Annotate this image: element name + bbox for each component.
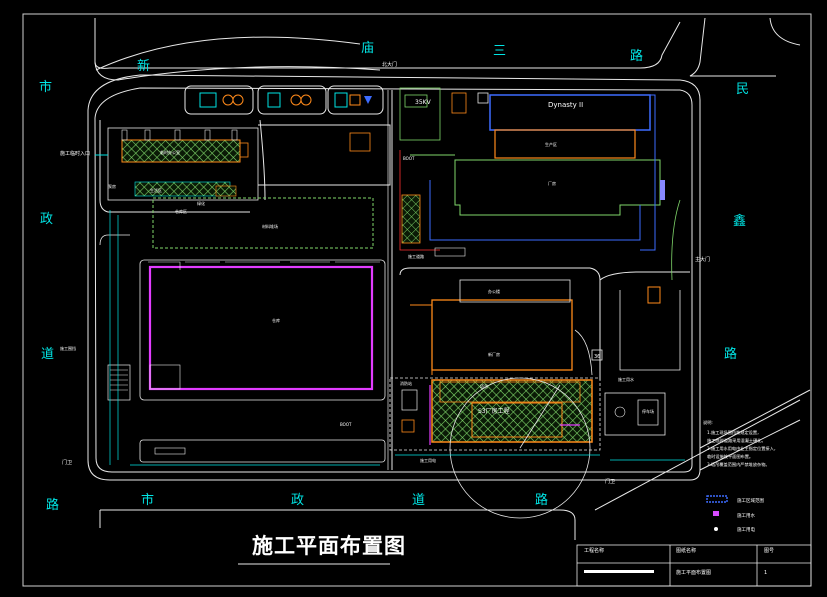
parking-label: 停车场 — [642, 408, 654, 414]
notes-block: 说明: 1.施工现场围挡按规定设置， 施工临时道路采用混凝土硬化。 2.施工用水… — [703, 419, 778, 468]
notes-line-1: 1.施工现场围挡按规定设置， — [707, 429, 761, 436]
drawing-label: 图纸名称 — [676, 547, 696, 554]
plant-blue-outline — [429, 180, 641, 241]
area-b-label: 生产区 — [545, 141, 557, 147]
west-road — [99, 120, 250, 213]
drawing-title: 施工平面布置图 — [252, 534, 406, 558]
big-plant-label: 厂房 — [548, 180, 556, 186]
west-gate-label: 门卫 — [62, 459, 72, 466]
road-label: 施工道路 — [408, 253, 424, 259]
legend: 施工区域范围 施工用水 施工用电 — [706, 495, 764, 533]
notes-heading: 说明: — [703, 419, 713, 426]
north-road-char-4: 路 — [630, 48, 643, 64]
east-road-char-2: 鑫 — [733, 213, 746, 229]
north-curve — [95, 36, 361, 71]
north-road-char-1: 新 — [137, 58, 150, 74]
outer-roads — [87, 17, 811, 540]
north-road-char-2: 庙 — [361, 41, 374, 56]
east-road-char-3: 路 — [724, 346, 737, 362]
notes-line-4: 临时设施按平面图布置。 — [707, 453, 753, 460]
east-road-char-1: 民 — [736, 82, 749, 97]
se-gate-label: 门卫 — [605, 478, 615, 485]
label-36: 36 — [594, 354, 600, 360]
boot-label-top: BOOT — [403, 156, 415, 161]
pump-label: 泵房 — [108, 183, 116, 189]
se-parking — [604, 392, 666, 436]
new-plant-building — [431, 299, 573, 371]
temp-office-zone — [107, 127, 259, 201]
big-plant-building — [454, 159, 661, 216]
road-names: 新 庙 三 路 民 鑫 路 市 政 道 路 市 政 道 路 — [39, 41, 749, 513]
substation-zone — [399, 87, 441, 141]
north-gate-label: 北大门 — [382, 61, 397, 68]
crane-coverage — [449, 377, 591, 519]
fire-station-label: 消防站 — [400, 380, 412, 386]
new-plant-label: 新厂房 — [488, 351, 500, 357]
south-road-char-1: 路 — [46, 497, 59, 513]
south-road-char-3: 政 — [291, 493, 304, 508]
main-gate-label: 主大门 — [695, 256, 710, 263]
project-name-bar — [584, 570, 654, 573]
green-area-label: 绿化 — [197, 200, 205, 206]
top-parking — [184, 85, 384, 115]
crane-label: 塔吊 — [480, 383, 488, 389]
west-road-char-3: 道 — [41, 347, 54, 362]
dynasty-label: Dynasty II — [548, 101, 583, 109]
power-line-label: 施工用电 — [420, 457, 436, 463]
notes-line-5: 3.塔吊覆盖范围内严禁堆放杂物。 — [707, 461, 770, 468]
temp-office-label: 临时办公室 — [160, 149, 180, 155]
substation-label: 35KV — [415, 99, 432, 106]
water-pipe-label: 施工用水 — [618, 376, 634, 382]
legend-item-1: 施工区域范围 — [737, 497, 764, 504]
notes-line-3: 2.施工用水用电由业主指定位置接入， — [707, 445, 778, 452]
number-label: 图号 — [764, 548, 774, 554]
legend-item-3: 施工用电 — [737, 526, 755, 533]
project-zone — [431, 379, 593, 443]
dorm-label: 生活区 — [150, 187, 162, 193]
site-boundary — [389, 377, 601, 451]
site-boundary-label: 施工围挡 — [60, 345, 76, 351]
drawing-name: 施工平面布置图 — [676, 569, 711, 576]
number-value: 1 — [764, 570, 767, 576]
parking-symbols — [199, 92, 372, 108]
south-road-char-2: 市 — [141, 492, 154, 508]
warehouse-label: 仓库 — [272, 317, 280, 323]
warehouse-outer — [139, 259, 386, 401]
south-parking — [139, 439, 386, 463]
south-road-char-5: 路 — [535, 492, 548, 508]
temp-office-building — [121, 139, 241, 163]
west-road-char-1: 市 — [39, 79, 52, 95]
west-road-char-2: 政 — [40, 212, 53, 227]
material-yard — [152, 197, 374, 249]
warehouse-building — [148, 265, 374, 391]
storage-label: 仓库区 — [175, 208, 187, 214]
construction-entrance-label: 施工临时入口 — [60, 150, 90, 157]
drawing-frame — [22, 13, 812, 587]
cyan-paths — [109, 210, 685, 466]
boot-label-bottom: BOOT — [340, 422, 352, 427]
material-yard-label: 材料堆场 — [262, 223, 278, 229]
title-block — [576, 544, 812, 587]
crane-arm — [519, 384, 561, 449]
north-road-char-3: 三 — [493, 44, 506, 59]
notes-line-2: 施工临时道路采用混凝土硬化。 — [707, 437, 766, 444]
project-zone-label: S3厂房工程 — [478, 407, 510, 415]
south-road-char-4: 道 — [412, 493, 425, 508]
legend-item-2: 施工用水 — [737, 512, 755, 519]
project-label: 工程名称 — [584, 547, 604, 554]
office-label: 办公楼 — [488, 288, 500, 294]
